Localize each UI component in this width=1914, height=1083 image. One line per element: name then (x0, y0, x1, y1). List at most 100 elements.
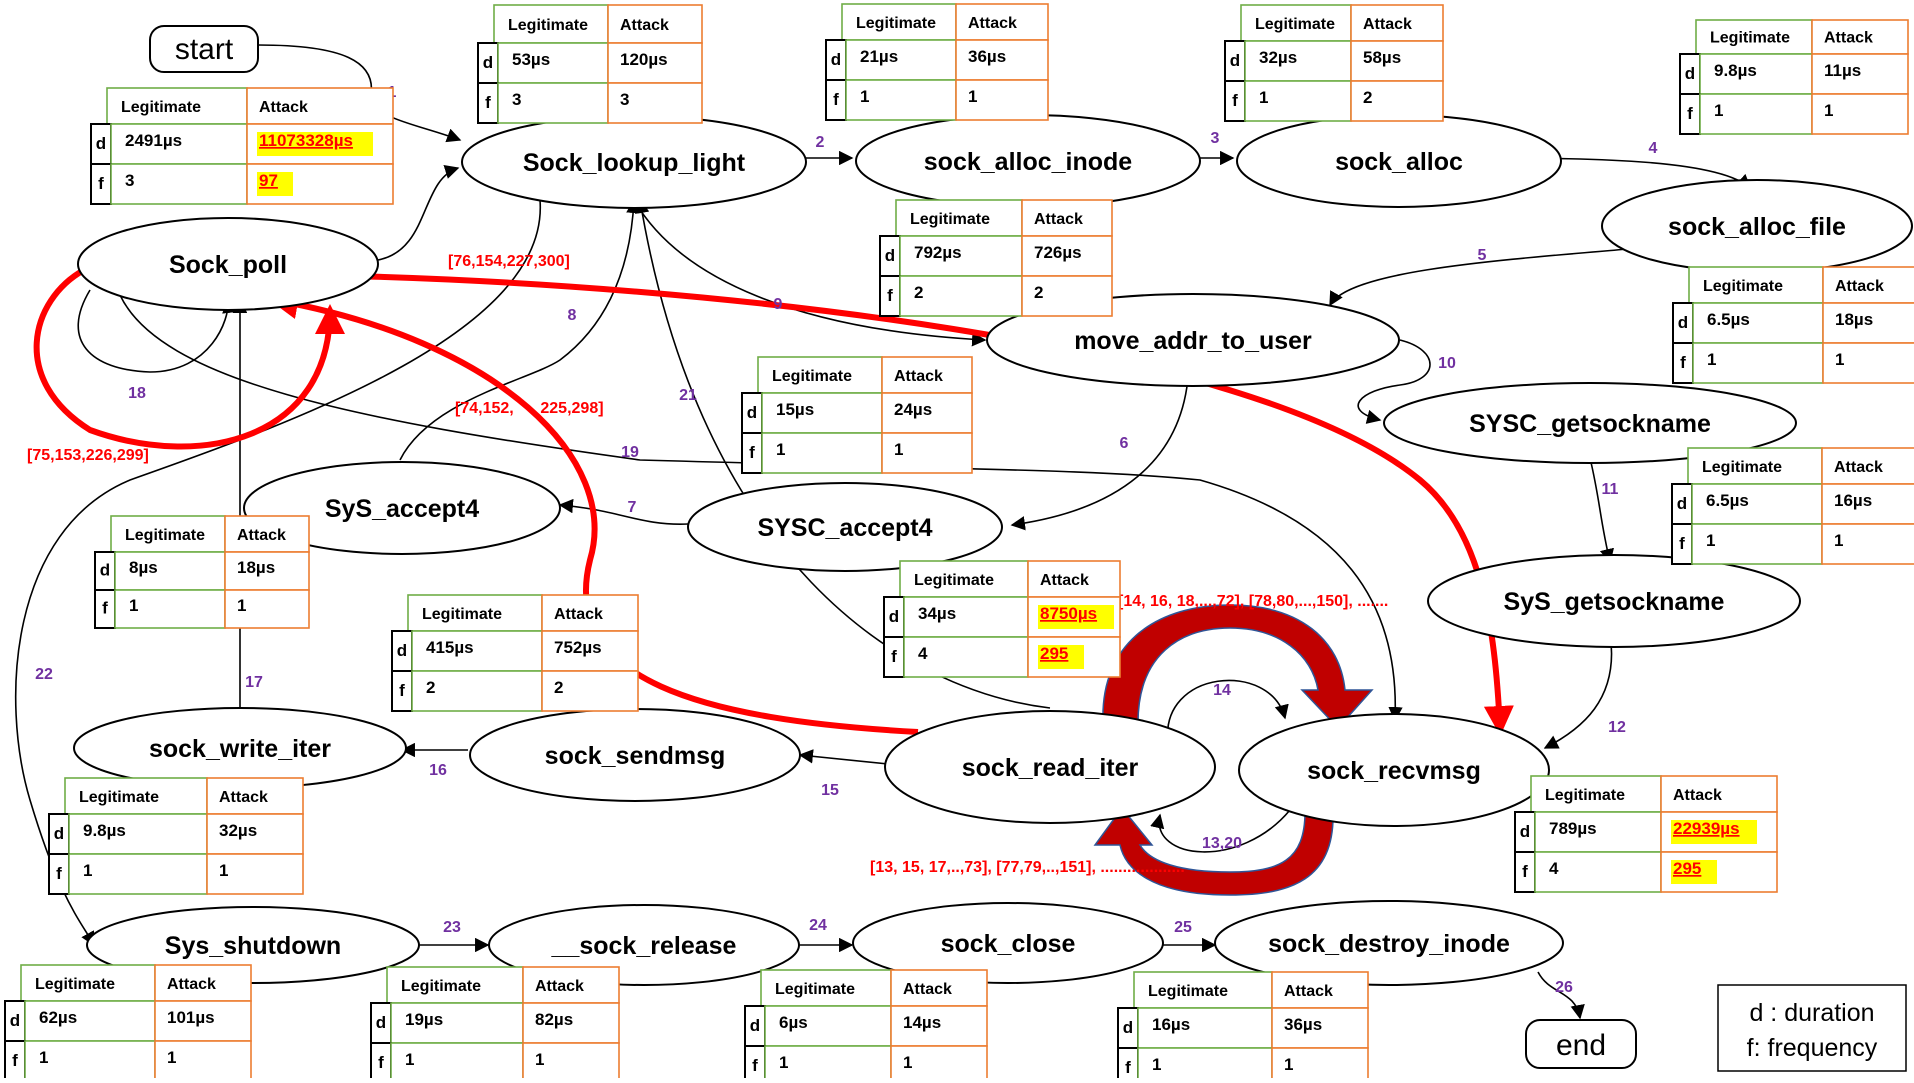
header-legitimate: Legitimate (401, 978, 481, 995)
header-legitimate: Legitimate (1148, 983, 1228, 1000)
row-label-f: f (887, 286, 893, 305)
legit-f-value: 1 (1152, 1055, 1161, 1074)
loop-arrow-top (1102, 604, 1374, 730)
node-sock-release: __sock_release (551, 932, 737, 960)
header-legitimate: Legitimate (910, 211, 990, 228)
node-sock-recvmsg: sock_recvmsg (1307, 757, 1481, 785)
node-sock-destroy-inode: sock_destroy_inode (1268, 930, 1510, 958)
edge-label-24: 24 (809, 917, 827, 934)
attack-label-4: [14, 16, 18,...,72], [78,80,...,150], ..… (1118, 593, 1388, 610)
legit-d-value: 6.5µs (1707, 310, 1750, 329)
legit-d-value: 2491µs (125, 131, 182, 150)
row-label-d: d (54, 824, 64, 843)
legit-f-value: 1 (1706, 531, 1715, 550)
attack-d-value: 22939µs (1673, 819, 1740, 838)
attack-f-value: 2 (554, 678, 563, 697)
edge-label-4: 4 (1649, 140, 1658, 157)
edge-readiter-recvmsg (1167, 679, 1289, 743)
edge-label-12: 12 (1608, 719, 1626, 736)
attack-d-value: 16µs (1834, 491, 1872, 510)
row-label-f: f (891, 647, 897, 666)
attack-label-1: [76,154,227,300] (448, 253, 570, 270)
highlight-marker (257, 172, 293, 196)
node-sock-alloc-file: sock_alloc_file (1668, 213, 1846, 241)
attack-f-value: 1 (219, 861, 228, 880)
edge-destroy-end (1537, 971, 1585, 1020)
legit-f-value: 4 (918, 644, 928, 663)
header-legitimate: Legitimate (914, 572, 994, 589)
legit-d-value: 21µs (860, 47, 898, 66)
attack-label-5: [13, 15, 17,..,73], [77,79,..,151], ....… (870, 859, 1185, 876)
legit-f-value: 2 (914, 283, 923, 302)
header-legitimate: Legitimate (1703, 278, 1783, 295)
edge-label-7: 7 (628, 499, 637, 516)
node-sock-write-iter: sock_write_iter (149, 735, 331, 763)
attack-f-value: 97 (259, 171, 278, 190)
legit-f-value: 1 (83, 861, 92, 880)
node-sock-read-iter: sock_read_iter (962, 754, 1139, 782)
header-attack: Attack (903, 981, 952, 998)
legend-duration: d : duration (1749, 999, 1874, 1027)
attack-d-value: 8750µs (1040, 604, 1097, 623)
legit-d-value: 19µs (405, 1010, 443, 1029)
attack-f-value: 1 (1284, 1055, 1293, 1074)
row-label-f: f (56, 864, 62, 883)
highlight-marker (1038, 645, 1084, 669)
attack-f-value: 1 (894, 440, 903, 459)
row-label-d: d (397, 641, 407, 660)
node-end: end (1525, 1019, 1637, 1069)
row-label-d: d (1520, 822, 1530, 841)
row-label-d: d (1230, 51, 1240, 70)
edge-label-10: 10 (1438, 355, 1456, 372)
edge-label-17: 17 (245, 674, 263, 691)
attack-f-value: 1 (1824, 101, 1833, 120)
row-label-f: f (752, 1056, 758, 1075)
attack-d-value: 11µs (1824, 61, 1861, 80)
header-legitimate: Legitimate (79, 789, 159, 806)
edge-label-22: 22 (35, 666, 53, 683)
edge-label-3: 3 (1211, 130, 1220, 147)
legend-frequency: f: frequency (1747, 1034, 1878, 1062)
row-label-d: d (10, 1011, 20, 1030)
attack-d-value: 752µs (554, 638, 602, 657)
row-label-d: d (1677, 494, 1687, 513)
node-move-addr-to-user: move_addr_to_user (1074, 327, 1312, 355)
header-legitimate: Legitimate (1710, 29, 1790, 46)
row-label-f: f (1125, 1058, 1131, 1077)
attack-arrow-readiter-poll (268, 289, 919, 735)
legend-box: d : duration f: frequency (1717, 984, 1907, 1072)
legit-d-value: 34µs (918, 604, 956, 623)
legit-d-value: 15µs (776, 400, 814, 419)
attack-d-value: 18µs (1835, 310, 1873, 329)
edge-readiter-lookup (635, 198, 1051, 709)
attack-d-value: 120µs (620, 50, 668, 69)
edge-moveaddr-syscget (1357, 339, 1431, 424)
attack-label-3: [75,153,226,299] (27, 447, 149, 464)
edge-allocfile-moveaddr (1329, 247, 1641, 307)
node-sys-accept4: SyS_accept4 (325, 495, 479, 523)
header-attack: Attack (620, 17, 669, 34)
attack-f-value: 1 (968, 87, 977, 106)
edge-lookup-moveaddr (633, 199, 987, 347)
node-sys-getsockname: SyS_getsockname (1504, 588, 1725, 616)
edge-poll-lookup (377, 165, 460, 261)
legit-f-value: 3 (125, 171, 134, 190)
header-legitimate: Legitimate (772, 368, 852, 385)
legit-f-value: 1 (1714, 101, 1723, 120)
legit-f-value: 1 (860, 87, 869, 106)
edge-syscget-sysget (1589, 457, 1615, 564)
legit-d-value: 415µs (426, 638, 474, 657)
edge-label-19: 19 (621, 444, 639, 461)
edge-label-16: 16 (429, 762, 447, 779)
attack-d-value: 36µs (968, 47, 1006, 66)
header-legitimate: Legitimate (35, 976, 115, 993)
